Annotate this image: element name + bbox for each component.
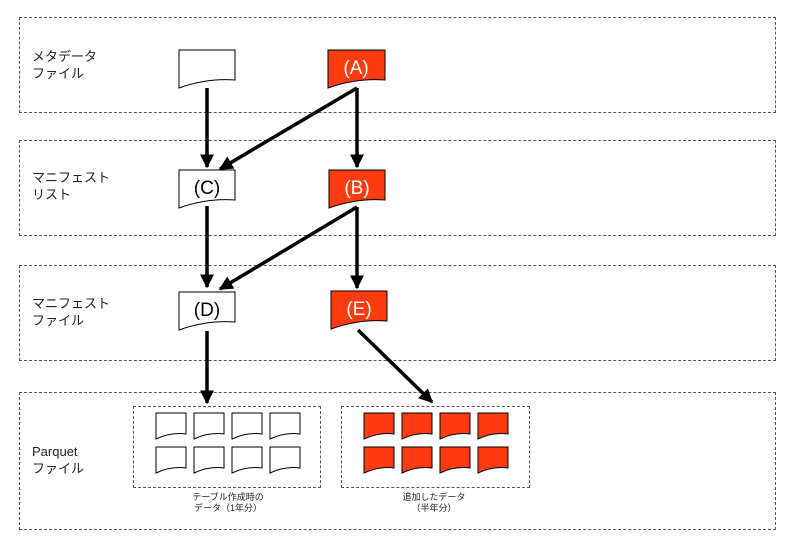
added-parquet-files	[363, 412, 509, 474]
document-icon	[327, 49, 386, 89]
manifest-file-d: (D)	[178, 291, 236, 331]
manifest-list-b: (B)	[328, 169, 386, 209]
document-icon	[178, 169, 236, 209]
parquet-file-icon	[269, 446, 301, 474]
parquet-file-icon	[155, 412, 187, 440]
metadata-file-a: (A)	[327, 49, 386, 89]
parquet-file-icon	[439, 446, 471, 474]
metadata-file-old	[178, 49, 236, 89]
added-data-group	[341, 406, 530, 488]
parquet-file-icon	[193, 412, 225, 440]
parquet-file-icon	[155, 446, 187, 474]
parquet-file-icon	[477, 446, 509, 474]
parquet-file-icon	[269, 412, 301, 440]
document-icon	[328, 169, 386, 209]
node-label-b: (B)	[344, 178, 369, 199]
layer-label-manifest-list: マニフェスト リスト	[32, 170, 111, 202]
original-data-group	[133, 406, 321, 488]
parquet-file-icon	[231, 446, 263, 474]
layer-label-parquet: Parquet ファイル	[32, 444, 85, 476]
parquet-file-icon	[363, 446, 395, 474]
manifest-file-e: (E)	[330, 290, 388, 330]
parquet-file-icon	[401, 412, 433, 440]
original-data-caption: テーブル作成時の データ（1年分）	[192, 492, 264, 513]
document-icon	[330, 290, 388, 330]
arrow-e-to-parquet	[356, 328, 434, 404]
arrow-a-to-c	[218, 86, 358, 171]
layer-label-metadata: メタデータ ファイル	[32, 49, 98, 81]
node-label-e: (E)	[346, 299, 371, 320]
parquet-file-icon	[363, 412, 395, 440]
layer-label-manifest-file: マニフェスト ファイル	[32, 296, 111, 328]
parquet-file-icon	[193, 446, 225, 474]
parquet-file-icon	[231, 412, 263, 440]
document-icon	[178, 291, 236, 331]
added-data-caption: 追加したデータ （半年分）	[402, 492, 466, 513]
original-parquet-files	[155, 412, 301, 474]
node-label-d: (D)	[194, 300, 220, 321]
layer-manifest-file	[19, 265, 776, 361]
node-label-c: (C)	[194, 178, 220, 199]
manifest-list-c: (C)	[178, 169, 236, 209]
parquet-file-icon	[477, 412, 509, 440]
arrow-b-to-d	[218, 205, 358, 291]
parquet-file-icon	[439, 412, 471, 440]
layer-metadata-file	[19, 17, 776, 113]
layer-manifest-list	[19, 140, 776, 236]
node-label-a: (A)	[343, 58, 368, 79]
layer-parquet-file	[19, 392, 776, 530]
parquet-file-icon	[401, 446, 433, 474]
document-icon	[178, 49, 236, 89]
